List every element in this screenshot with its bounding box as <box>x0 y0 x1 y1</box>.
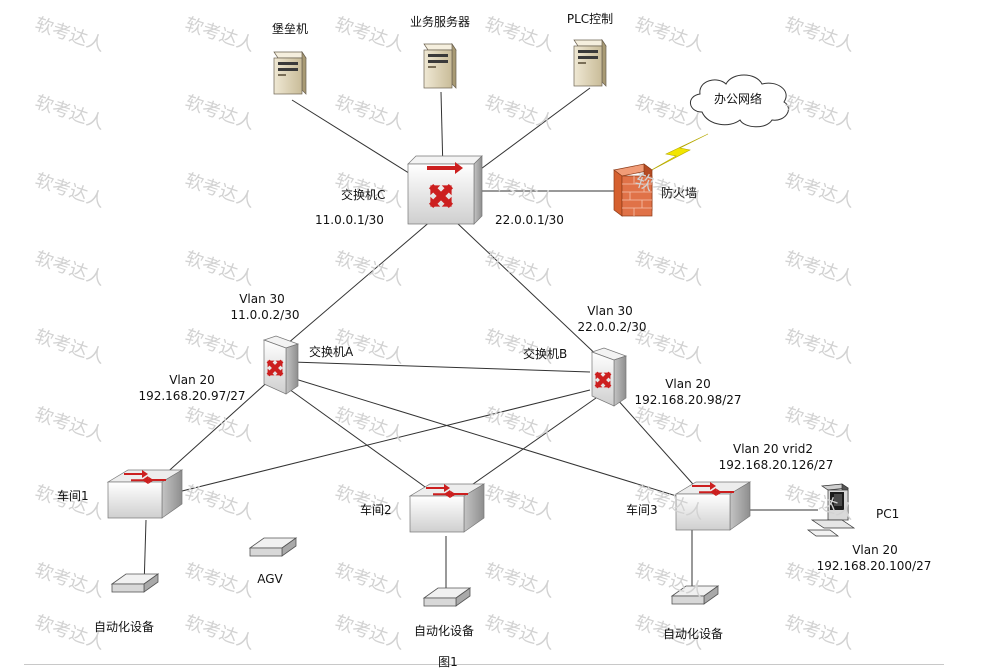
workshop1-label: 车间1 <box>57 489 89 503</box>
switch-a-label: 交换机A <box>309 345 354 359</box>
automation-device-1-label: 自动化设备 <box>93 620 155 634</box>
plc-label: PLC控制 <box>566 12 614 26</box>
workshop1-switch-icon <box>106 469 184 519</box>
switch-a-vlan30-ip: 11.0.0.2/30 <box>230 308 300 322</box>
firewall-icon <box>613 163 653 217</box>
switch-c-ip-to-b: 22.0.0.1/30 <box>495 213 564 227</box>
switch-b-vlan20-ip: 192.168.20.98/27 <box>634 393 742 407</box>
lightning-icon <box>647 133 709 173</box>
workshop3-label: 车间3 <box>626 503 658 517</box>
link-switch-a-workshop3 <box>291 377 697 503</box>
link-switch-a-switch-b <box>291 361 591 373</box>
link-switch-a-workshop1 <box>151 377 273 487</box>
switch-a-vlan30-name: Vlan 30 <box>239 292 285 306</box>
office-network-cloud-icon <box>690 74 789 128</box>
vrid-name: Vlan 20 vrid2 <box>732 442 814 456</box>
bastion-server-icon <box>273 50 307 95</box>
switch-b-vlan30-name: Vlan 30 <box>587 304 633 318</box>
business-server-label: 业务服务器 <box>409 15 471 29</box>
firewall-label: 防火墙 <box>661 186 698 200</box>
automation-device-3-label: 自动化设备 <box>662 627 724 641</box>
link-switch-c-switch-b <box>455 221 605 363</box>
plc-server-icon <box>573 38 607 87</box>
link-switch-b-workshop2 <box>455 397 597 497</box>
office-network-label: 办公网络 <box>713 92 763 106</box>
agv-label: AGV <box>257 572 283 586</box>
link-switch-a-workshop2 <box>281 383 447 503</box>
workshop2-switch-icon <box>408 483 486 533</box>
bastion-label: 堡垒机 <box>271 22 309 36</box>
switch-c-icon <box>407 155 483 225</box>
pc1-ip: 192.168.20.100/27 <box>816 559 932 573</box>
automation-device-1-icon <box>110 573 160 593</box>
business-server-icon <box>423 42 457 89</box>
automation-device-3-icon <box>670 585 720 605</box>
workshop2-label: 车间2 <box>360 503 392 517</box>
switch-b-icon <box>590 347 628 407</box>
switch-a-icon <box>262 335 300 395</box>
switch-c-ip-to-a: 11.0.0.1/30 <box>315 213 384 227</box>
link-switch-b-workshop3 <box>615 397 701 493</box>
caption-divider <box>24 664 944 665</box>
automation-device-2-icon <box>422 587 472 607</box>
switch-b-label: 交换机B <box>523 347 568 361</box>
automation-device-2-label: 自动化设备 <box>413 624 475 638</box>
agv-icon <box>248 537 298 557</box>
workshop3-switch-icon <box>674 481 752 531</box>
switch-b-vlan20-name: Vlan 20 <box>665 377 711 391</box>
switch-c-label: 交换机C <box>341 188 386 202</box>
figure-caption: 图1 <box>438 655 458 669</box>
link-plc-switch-c <box>465 87 591 181</box>
switch-b-vlan30-ip: 22.0.0.2/30 <box>577 320 647 334</box>
link-switch-b-workshop1 <box>177 389 591 493</box>
switch-a-vlan20-ip: 192.168.20.97/27 <box>138 389 246 403</box>
switch-a-vlan20-name: Vlan 20 <box>169 373 215 387</box>
link-switch-c-switch-a <box>279 219 433 351</box>
pc1-computer-icon <box>806 483 856 537</box>
pc1-label: PC1 <box>876 507 900 521</box>
vrid-ip: 192.168.20.126/27 <box>718 458 834 472</box>
pc1-vlan-name: Vlan 20 <box>852 543 898 557</box>
